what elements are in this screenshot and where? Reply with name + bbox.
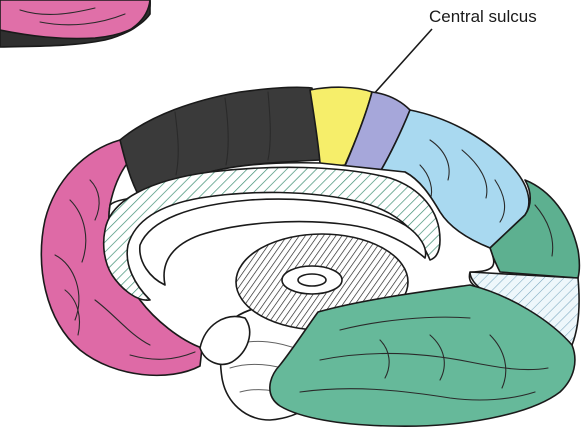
thalamus-core [298, 274, 326, 286]
central-sulcus-leader [372, 29, 432, 96]
central-sulcus-label: Central sulcus [429, 7, 537, 27]
